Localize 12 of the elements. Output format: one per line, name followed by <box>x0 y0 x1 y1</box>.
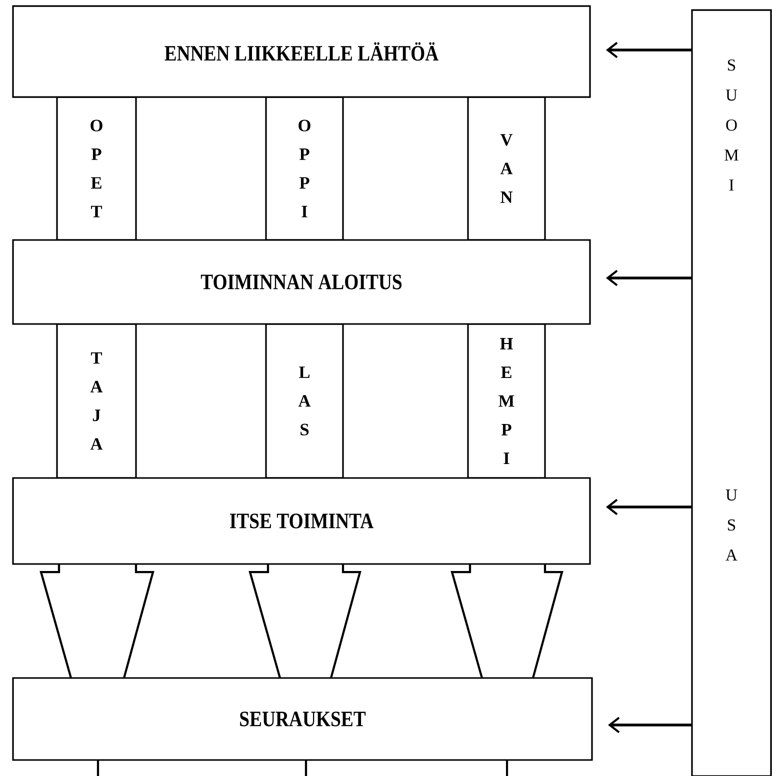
arrow <box>606 498 692 516</box>
arrow <box>606 42 692 58</box>
arrow <box>608 716 692 734</box>
pillar-box: OPET <box>56 96 137 241</box>
pillar-box: HEMPI <box>467 323 546 479</box>
pillar-box: VAN <box>467 96 546 241</box>
side-box: SUOMI USA <box>691 9 772 776</box>
pillar-box: OPPI <box>265 96 344 241</box>
pillar-box: LAS <box>265 323 344 479</box>
arrow <box>606 270 692 286</box>
process-box: SEURAUKSET <box>12 677 593 761</box>
pillar-box: TAJA <box>56 323 137 479</box>
